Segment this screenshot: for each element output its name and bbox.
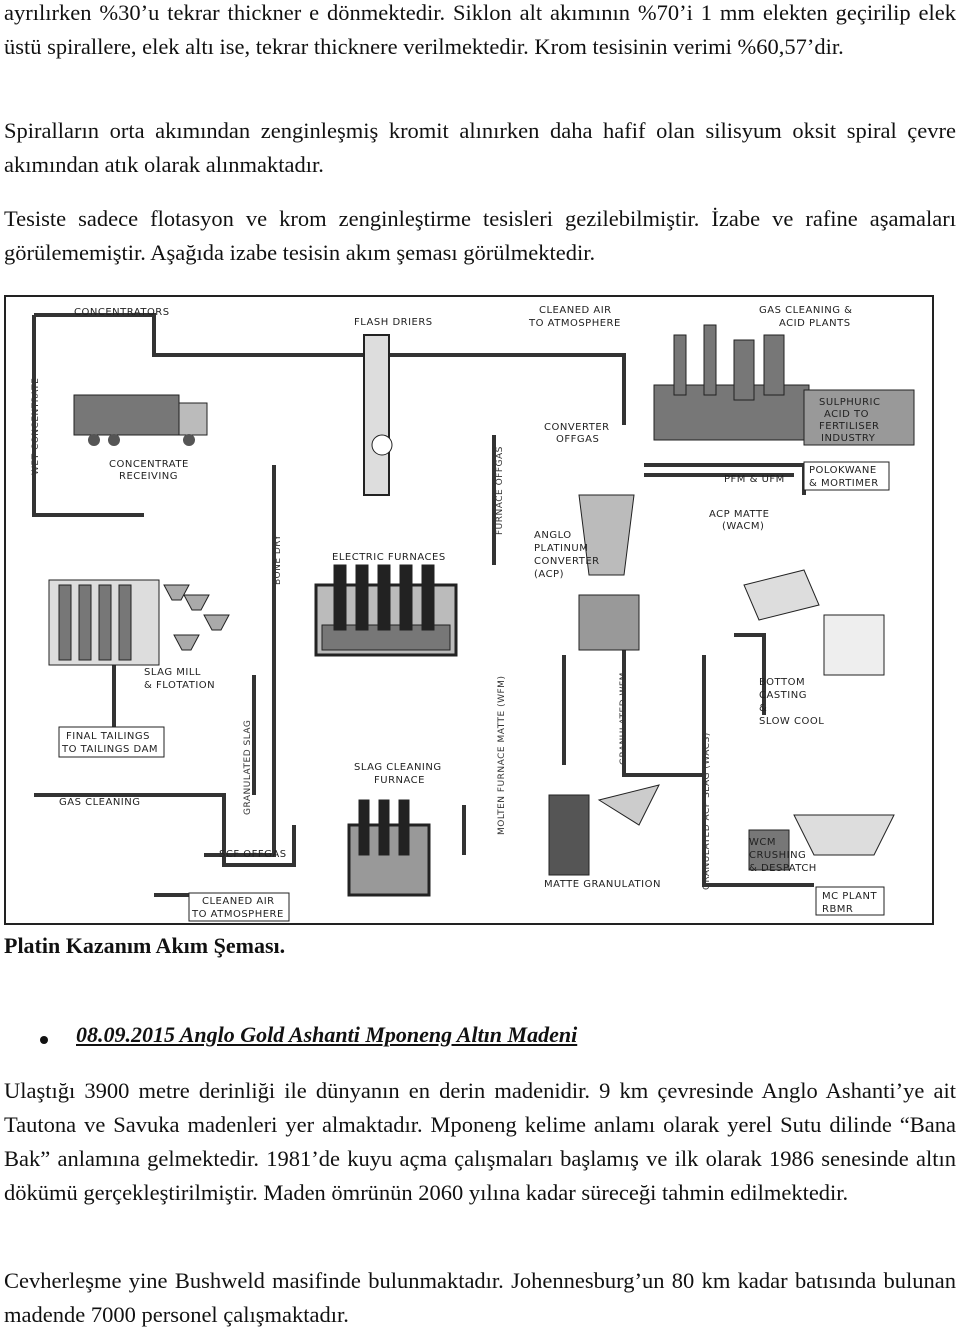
label-anglo-3: CONVERTER [534, 556, 600, 567]
label-sulphuric-1: SULPHURIC [819, 397, 881, 408]
smelter-flow-diagram: CONCENTRATORS FLASH DRIERS CLEANED AIR T… [4, 295, 934, 925]
label-gas-cleaning-bottom: GAS CLEANING [59, 797, 141, 808]
diagram-labels: CONCENTRATORS FLASH DRIERS CLEANED AIR T… [31, 305, 890, 922]
label-concentrate-receiving-1: CONCENTRATE [109, 459, 189, 470]
label-furnace-offgas: FURNACE OFFGAS [495, 446, 505, 535]
label-converter-offgas-2: OFFGAS [556, 434, 599, 445]
label-sulphuric-3: FERTILISER [819, 421, 879, 432]
label-wcm-1: WCM [749, 837, 776, 848]
paragraph-chrome-plant: ayrılırken %30’u tekrar thickner e dönme… [4, 0, 956, 59]
cleaned-air-bottom-box [188, 892, 290, 922]
acid-plant-icon [653, 324, 915, 446]
paragraph-mponeng: Ulaştığı 3900 metre derinliği ile dünyan… [4, 1078, 956, 1205]
paragraph-spirals: Spiralların orta akımından zenginleşmiş … [4, 118, 956, 177]
label-wet-concentrate: WET CONCENTRATE [31, 378, 41, 475]
matte-granulation-icon [548, 784, 660, 876]
converter-icon [578, 494, 640, 651]
label-acp-matte-2: (WACM) [722, 521, 764, 532]
wcm-truck-icon [748, 814, 895, 871]
label-cleaned-air-top-1: CLEANED AIR [539, 305, 612, 316]
label-bottom-casting-2: CASTING [759, 690, 807, 701]
label-wcm-2: CRUSHING [749, 850, 806, 861]
label-sulphuric-4: INDUSTRY [821, 433, 876, 444]
electric-furnace-icon [314, 564, 458, 657]
polokwane-box [803, 461, 890, 491]
label-sulphuric-2: ACID TO [824, 409, 869, 420]
label-polokwane-1: POLOKWANE [809, 465, 877, 476]
label-slag-cleaning-2: FURNACE [374, 775, 425, 786]
label-anglo-1: ANGLO [534, 530, 572, 541]
label-mc-plant-2: RBMR [822, 904, 853, 915]
slag-cleaning-furnace-icon [347, 799, 431, 897]
label-bone-dry: BONE DRY [273, 535, 283, 586]
label-acp-matte-1: ACP MATTE [709, 509, 769, 520]
label-final-tailings-1: FINAL TAILINGS [66, 731, 150, 742]
label-pfm-ufm: PFM & UFM [724, 474, 785, 485]
slag-mill-icon [48, 579, 230, 666]
label-concentrate-receiving-2: RECEIVING [119, 471, 178, 482]
figure-caption: Platin Kazanım Akım Şeması. [4, 933, 286, 958]
label-final-tailings-2: TO TAILINGS DAM [61, 744, 158, 755]
label-flash-driers: FLASH DRIERS [354, 317, 433, 328]
label-bottom-casting-1: BOTTOM [759, 677, 805, 688]
label-cleaned-air-bottom-2: TO ATMOSPHERE [191, 909, 284, 920]
label-scf-offgas: SCF OFFGAS [219, 849, 287, 860]
label-concentrators: CONCENTRATORS [74, 307, 170, 318]
label-cleaned-air-bottom-1: CLEANED AIR [202, 896, 275, 907]
paragraph-visit: Tesiste sadece flotasyon ve krom zenginl… [4, 206, 956, 265]
flash-drier-icon [363, 334, 393, 496]
label-electric-furnaces: ELECTRIC FURNACES [332, 552, 446, 563]
label-granulated-slag: GRANULATED SLAG [243, 720, 253, 815]
label-slag-cleaning-1: SLAG CLEANING [354, 762, 442, 773]
label-slag-mill-1: SLAG MILL [144, 667, 201, 678]
label-granulated-wfm: GRANULATED WFM [619, 672, 629, 765]
label-molten-furnace-matte: MOLTEN FURNACE MATTE (WFM) [497, 676, 507, 835]
label-granulated-acp-slag: GRANULATED ACP SLAG (WACS) [702, 732, 712, 890]
label-anglo-2: PLATINUM [534, 543, 588, 554]
label-converter-offgas-1: CONVERTER [544, 422, 610, 433]
label-wcm-3: & DESPATCH [749, 863, 817, 874]
concentrate-truck-icon [73, 394, 208, 446]
label-bottom-casting-4: SLOW COOL [759, 716, 824, 727]
label-polokwane-2: & MORTIMER [809, 478, 879, 489]
label-bottom-casting-3: & [759, 703, 767, 714]
label-anglo-4: (ACP) [534, 569, 564, 580]
label-matte-granulation: MATTE GRANULATION [544, 879, 661, 890]
label-gas-cleaning-2: ACID PLANTS [779, 318, 851, 329]
bullet-dot-icon [40, 1036, 48, 1044]
label-mc-plant-1: MC PLANT [822, 891, 877, 902]
final-tailings-box [58, 726, 165, 758]
bottom-casting-icon [743, 569, 885, 676]
bullet-heading-text: 08.09.2015 Anglo Gold Ashanti Mponeng Al… [76, 1022, 578, 1047]
mc-plant-box [815, 886, 885, 916]
label-cleaned-air-top-2: TO ATMOSPHERE [528, 318, 621, 329]
label-slag-mill-2: & FLOTATION [144, 680, 215, 691]
label-gas-cleaning-1: GAS CLEANING & [759, 305, 852, 316]
paragraph-bushveld: Cevherleşme yine Bushweld masifinde bulu… [4, 1268, 956, 1327]
